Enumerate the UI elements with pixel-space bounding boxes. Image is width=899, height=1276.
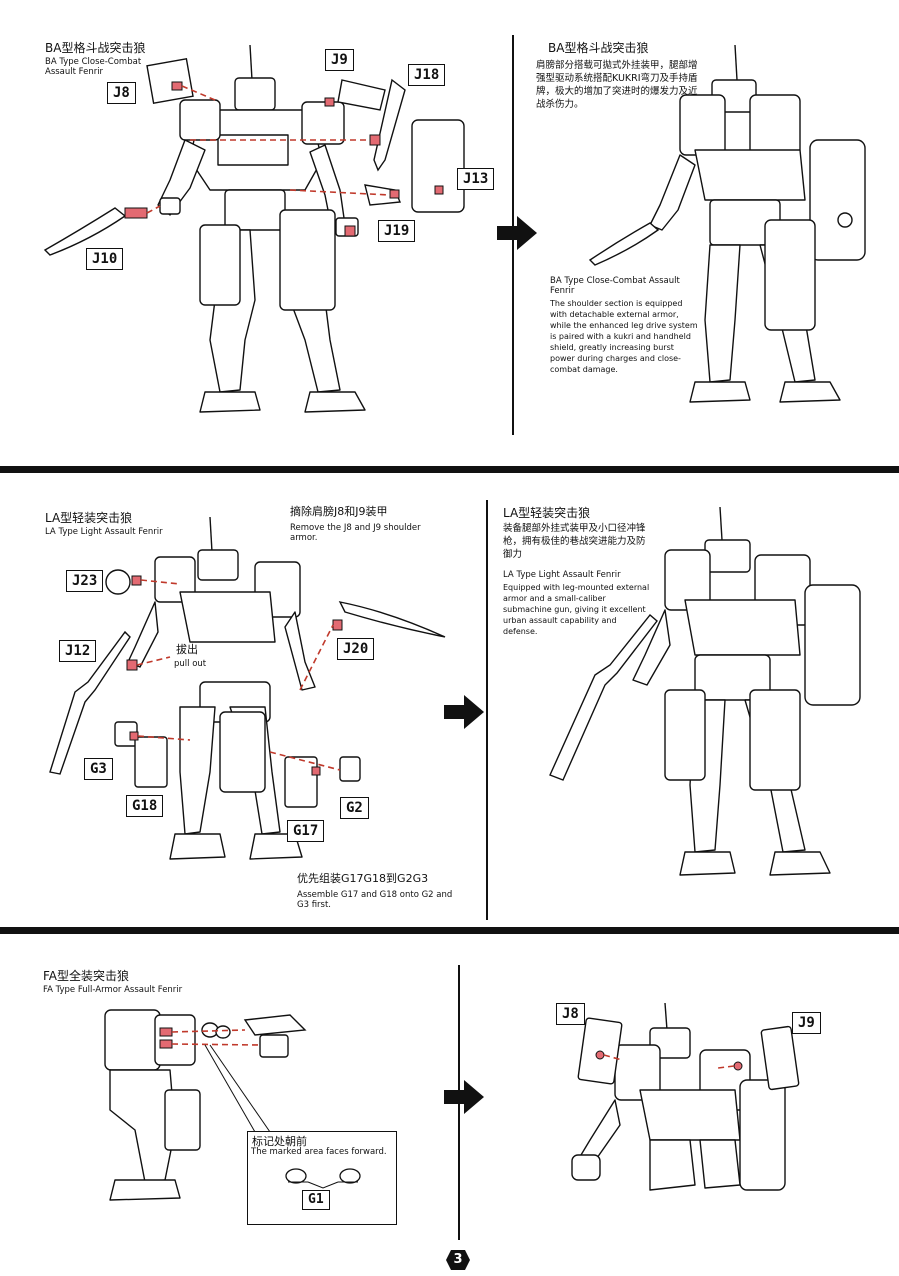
fa-title-en: FA Type Full-Armor Assault Fenrir — [43, 985, 183, 995]
note-remove-cn: 摘除肩膀J8和J9装甲 — [290, 505, 388, 518]
ba-right-title-en: BA Type Close-Combat Assault Fenrir — [550, 276, 680, 296]
part-tag-j12: J12 — [59, 640, 97, 662]
section1-divider — [512, 35, 514, 435]
part-tag-j19: J19 — [378, 220, 416, 242]
section-separator-1 — [0, 466, 899, 473]
la-right-title-cn: LA型轻装突击狼 — [503, 506, 591, 520]
part-tag-j8: J8 — [107, 82, 136, 104]
part-tag-g17: G17 — [287, 820, 325, 842]
part-tag-g3: G3 — [84, 758, 113, 780]
arrow-right-icon — [444, 695, 484, 729]
part-tag-g18: G18 — [126, 795, 164, 817]
part-tag-j10: J10 — [86, 248, 124, 270]
page-number-badge — [446, 1250, 470, 1270]
pull-out-cn: 拔出 — [176, 643, 198, 656]
la-assembled-robot-illustration — [549, 506, 861, 876]
section3-divider — [458, 965, 460, 1240]
orientation-callout: 标记处朝前 The marked area faces forward. G1 — [247, 1131, 397, 1225]
ba-assembled-robot-illustration — [588, 44, 866, 403]
ba-right-title-cn: BA型格斗战突击狼 — [548, 41, 649, 55]
la-title-cn: LA型轻装突击狼 — [45, 511, 133, 525]
ba-desc-cn: 肩膀部分搭载可拋式外挂装甲，腿部增强型驱动系统搭配KUKRI弯刀及手持盾牌，极大… — [536, 60, 698, 110]
ba-title-en-2: Assault Fenrir — [45, 67, 104, 77]
note-assemble-en: Assemble G17 and G18 onto G2 and G3 firs… — [297, 890, 453, 910]
ba-title-cn: BA型格斗战突击狼 — [45, 41, 146, 55]
callout-cn: 标记处朝前 — [252, 1135, 307, 1148]
part-tag-j23: J23 — [66, 570, 104, 592]
la-desc-cn: 装备腿部外挂式装甲及小口径冲锋枪，拥有极佳的巷战突进能力及防御力 — [503, 523, 646, 560]
part-tag-j18: J18 — [408, 64, 446, 86]
ba-title-en-1: BA Type Close-Combat — [45, 57, 142, 67]
ba-desc-en: The shoulder section is equipped with de… — [550, 299, 698, 374]
fa-title-cn: FA型全装突击狼 — [43, 969, 130, 983]
part-tag-g1: G1 — [302, 1190, 330, 1210]
la-exploded-robot-illustration — [49, 516, 446, 860]
fa-assembled-robot-illustration — [571, 1002, 800, 1191]
la-desc-en: Equipped with leg-mounted external armor… — [503, 583, 650, 636]
marked-parts-diagram — [285, 1168, 361, 1189]
arrow-right-icon — [444, 1080, 484, 1114]
page-number: 3 — [453, 1252, 463, 1267]
ba-exploded-robot-illustration — [43, 44, 465, 413]
pull-out-en: pull out — [174, 659, 207, 669]
part-tag-g2: G2 — [340, 797, 369, 819]
arrow-right-icon — [497, 216, 537, 250]
fa-side-robot-illustration — [104, 1009, 307, 1201]
part-tag-j9: J9 — [325, 49, 354, 71]
part-tag-j20: J20 — [337, 638, 375, 660]
la-right-title-en: LA Type Light Assault Fenrir — [503, 570, 621, 580]
section-separator-2 — [0, 927, 899, 934]
part-tag-j8-fa: J8 — [556, 1003, 585, 1025]
part-tag-j9-fa: J9 — [792, 1012, 821, 1034]
note-remove-en: Remove the J8 and J9 shoulder armor. — [290, 523, 421, 543]
section2-divider — [486, 500, 488, 920]
callout-en: The marked area faces forward. — [251, 1147, 387, 1157]
la-title-en: LA Type Light Assault Fenrir — [45, 527, 163, 537]
part-tag-j13: J13 — [457, 168, 495, 190]
note-assemble-cn: 优先组装G17G18到G2G3 — [297, 872, 429, 885]
